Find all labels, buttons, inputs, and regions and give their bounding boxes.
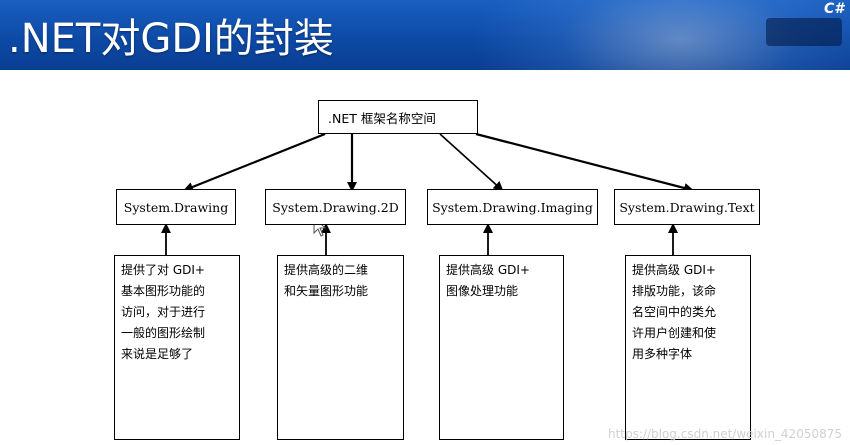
description-drawing2d: 提供高级的二维 和矢量图形功能 — [277, 255, 404, 440]
namespace-box-drawing2d: System.Drawing.2D — [265, 189, 406, 225]
root-namespace-box: .NET 框架名称空间 — [318, 100, 478, 134]
namespace-box-imaging: System.Drawing.Imaging — [427, 189, 598, 225]
description-drawing: 提供了对 GDI+ 基本图形功能的 访问，对于进行 一般的图形绘制 来说是足够了 — [114, 255, 240, 440]
namespace-box-text: System.Drawing.Text — [614, 189, 760, 225]
slide-title: .NET对GDI的封装 — [8, 16, 334, 62]
description-text: 提供高级 GDI+ 排版功能，该命 名空间中的类允 许用户创建和使 用多种字体 — [625, 255, 751, 440]
description-imaging: 提供高级 GDI+ 图像处理功能 — [439, 255, 564, 440]
watermark: https://blog.csdn.net/weixin_42050875 — [607, 427, 842, 441]
arrow-root-to-drawing — [183, 132, 326, 192]
arrow-root-to-imaging — [439, 133, 504, 192]
logo: C# — [762, 1, 844, 52]
slide-header: .NET对GDI的封装 C# — [0, 0, 850, 70]
logo-mark — [766, 18, 842, 46]
namespace-box-drawing: System.Drawing — [116, 189, 236, 225]
logo-text: C# — [823, 1, 844, 17]
arrow-root-to-text — [475, 132, 694, 193]
